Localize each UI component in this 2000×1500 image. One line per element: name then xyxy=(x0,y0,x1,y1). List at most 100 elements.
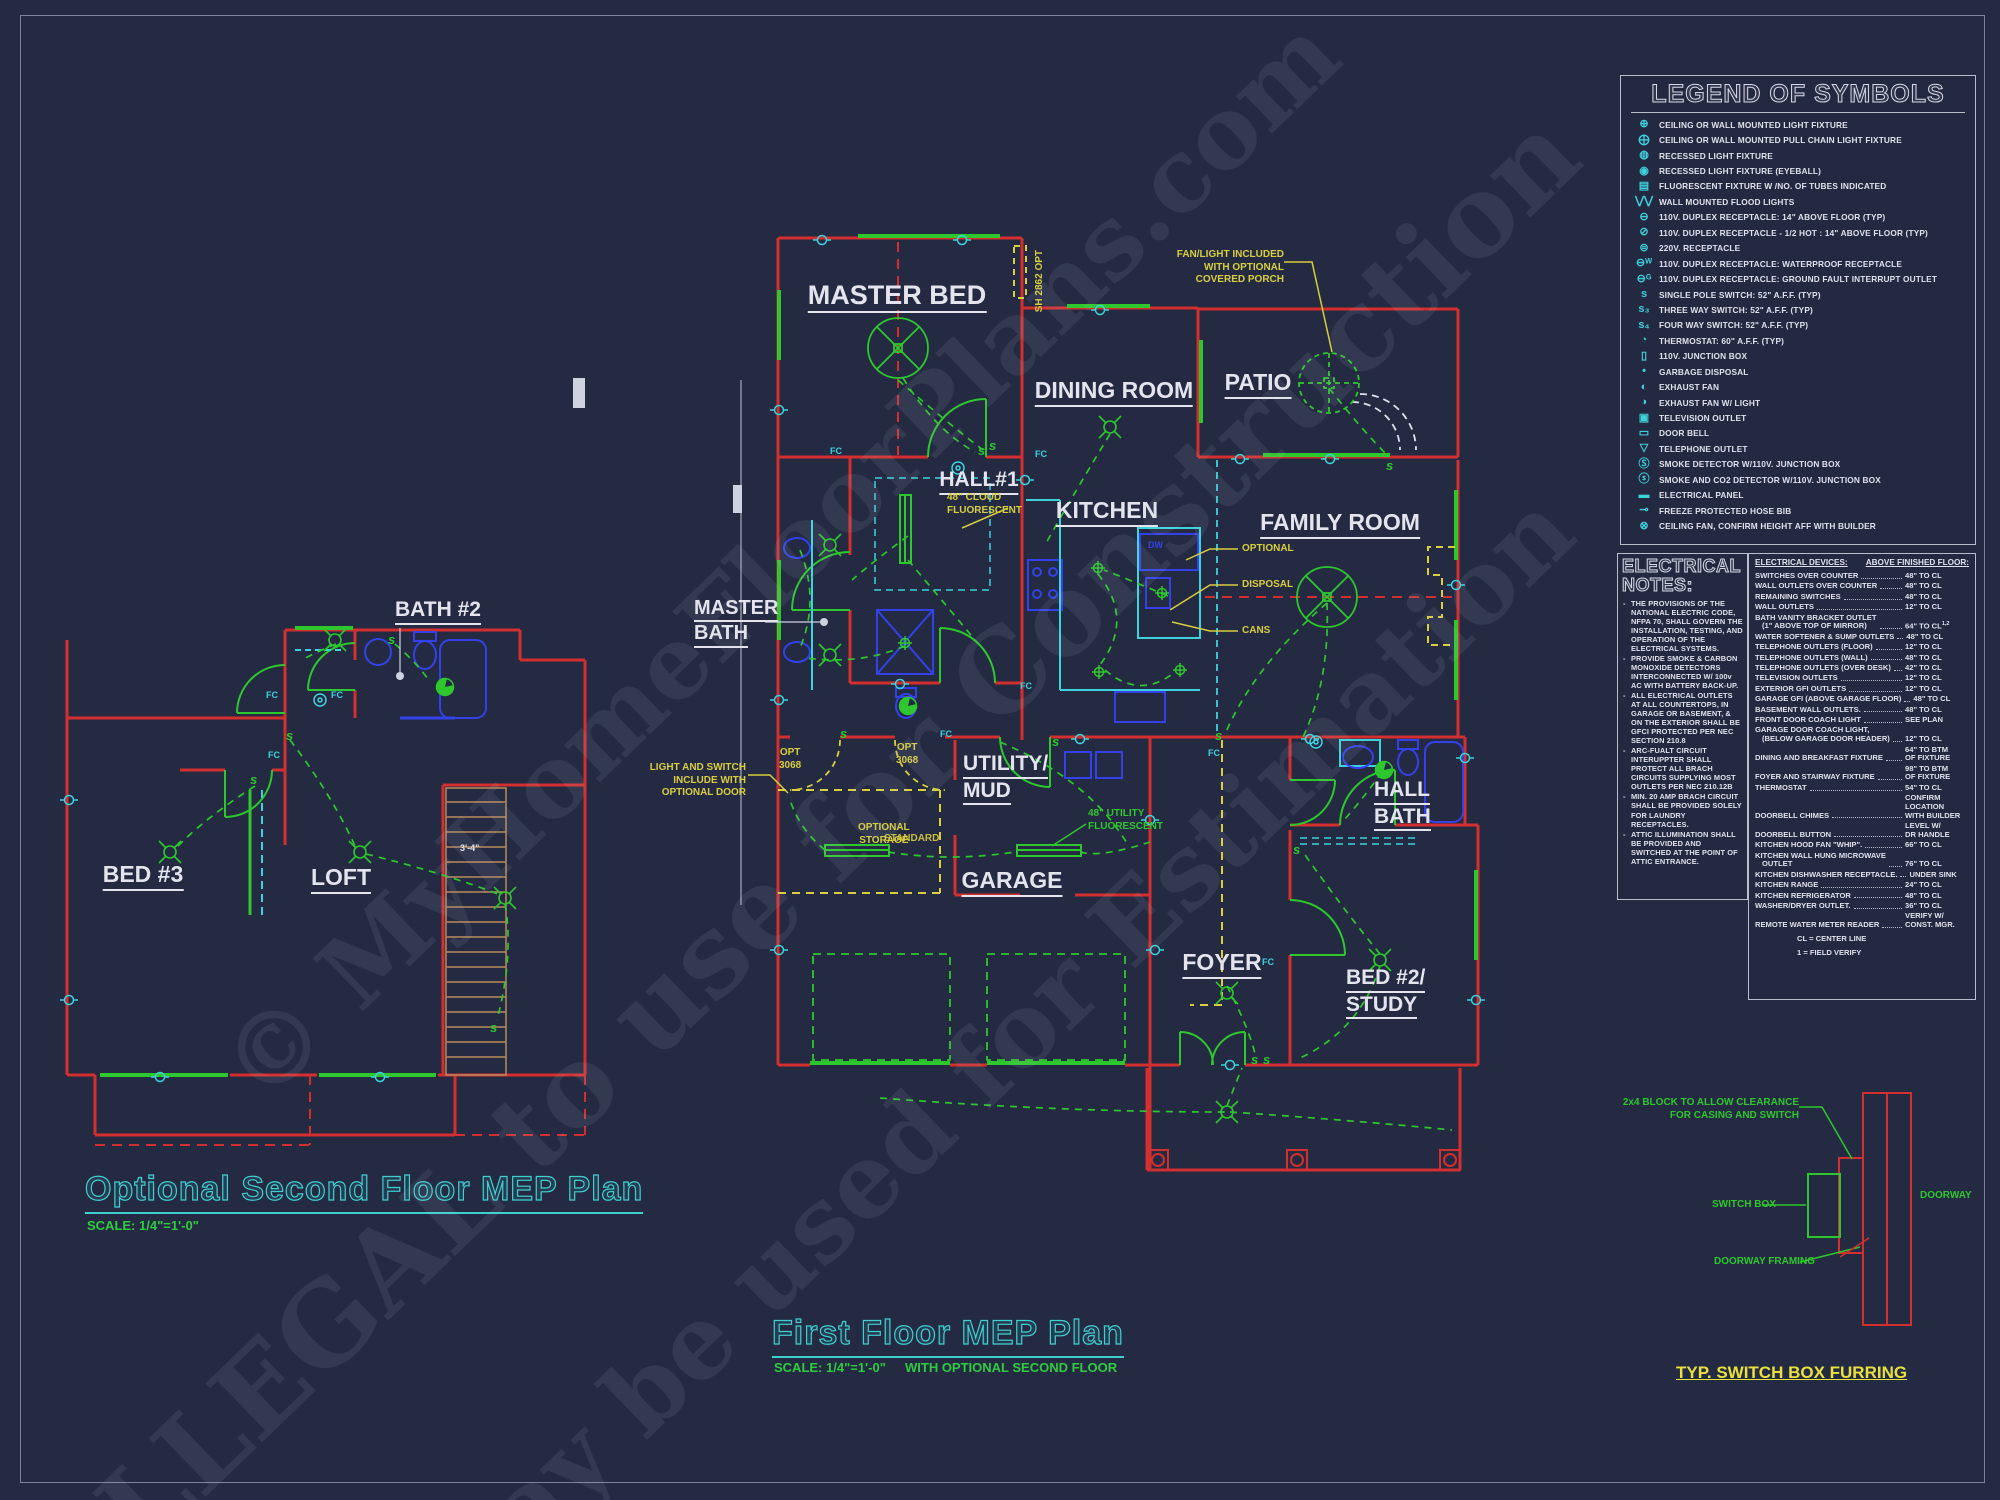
note-dishwasher-dw: DW xyxy=(1148,540,1163,550)
thermostat-icon: ◔ xyxy=(1640,334,1648,347)
legend-item: ⓢ SMOKE AND CO2 DETECTOR W/110V. JUNCTION… xyxy=(1629,472,1967,487)
switch-icon: s xyxy=(1052,734,1059,749)
detail-label-doorway: DOORWAY xyxy=(1920,1190,1972,1201)
legend-item-label: SMOKE DETECTOR W/110V. JUNCTION BOX xyxy=(1659,459,1841,470)
single-pole-switch-icon: s xyxy=(1640,288,1648,301)
legend-panel: LEGEND OF SYMBOLS ⊕CEILING OR WALL MOUNT… xyxy=(1620,75,1976,545)
smoke-co2-detector-icon: ⓢ xyxy=(1638,473,1650,486)
junction-box-icon: ▯ xyxy=(1640,349,1648,362)
legend-item-label: THREE WAY SWITCH: 52" A.F.F. (TYP) xyxy=(1659,304,1813,315)
legend-item: •GARBAGE DISPOSAL xyxy=(1629,364,1967,379)
fc-label: FC xyxy=(1020,681,1032,691)
device-footnote: 1 = FIELD VERIFY xyxy=(1797,947,1862,957)
legend-item-label: DOOR BELL xyxy=(1659,428,1710,439)
legend-item: ⊕CEILING OR WALL MOUNTED LIGHT FIXTURE xyxy=(1629,117,1967,132)
legend-item-label: 110V. JUNCTION BOX xyxy=(1659,351,1748,362)
legend-item-label: FOUR WAY SWITCH: 52" A.F.F. (TYP) xyxy=(1659,320,1809,331)
second-floor-symbols: s s s s FC FC FC xyxy=(59,628,517,1083)
legend-item: ⊘110V. DUPLEX RECEPTACLE - 1/2 HOT : 14"… xyxy=(1629,225,1967,240)
legend-item: ⊗CEILING FAN, CONFIRM HEIGHT AFF WITH BU… xyxy=(1629,518,1967,533)
second-floor-doors xyxy=(224,642,356,818)
legend-item: ⊜220V. RECEPTACLE xyxy=(1629,241,1967,256)
second-floor-scale: SCALE: 1/4"=1'-0" xyxy=(87,1218,199,1233)
device-row: KITCHEN HOOD FAN "WHIP".66" TO CL xyxy=(1755,840,1942,850)
legend-item-label: CEILING FAN, CONFIRM HEIGHT AFF WITH BUI… xyxy=(1659,521,1876,532)
fc-label: FC xyxy=(266,690,278,700)
legend-item-label: CEILING OR WALL MOUNTED PULL CHAIN LIGHT… xyxy=(1659,135,1902,146)
legend-item-label: TELEVISION OUTLET xyxy=(1659,413,1747,424)
fc-label: FC xyxy=(268,750,280,760)
legend-item-label: FREEZE PROTECTED HOSE BIB xyxy=(1659,505,1792,516)
three-way-switch-icon: s₃ xyxy=(1638,303,1650,316)
ceiling-wall-light-icon: ⊕ xyxy=(1639,118,1649,131)
switch-icon: s xyxy=(388,632,395,647)
legend-item: ◔THERMOSTAT: 60" A.F.F. (TYP) xyxy=(1629,333,1967,348)
switch-icon: s xyxy=(978,443,985,458)
first-floor-windows xyxy=(777,234,1478,1065)
legend-item-label: GARBAGE DISPOSAL xyxy=(1659,366,1749,377)
legend-item: ▤FLUORESCENT FIXTURE W /NO. OF TUBES IND… xyxy=(1629,179,1967,194)
legend-item: ▽TELEPHONE OUTLET xyxy=(1629,441,1967,456)
room-label-bath2: BATH #2 xyxy=(395,598,481,625)
legend-item-label: SMOKE AND CO2 DETECTOR W/110V. JUNCTION … xyxy=(1659,474,1881,485)
device-footnote: CL = CENTER LINE xyxy=(1797,933,1867,943)
switch-icon: s xyxy=(840,726,847,741)
device-row: TELEPHONE OUTLETS (WALL)48" TO CL xyxy=(1755,652,1942,662)
legend-item-label: 110V. DUPLEX RECEPTACLE - 1/2 HOT : 14" … xyxy=(1659,227,1928,238)
first-floor-with-note: WITH OPTIONAL SECOND FLOOR xyxy=(905,1360,1118,1375)
note-standard: STANDARD xyxy=(884,833,940,844)
legend-title: LEGEND OF SYMBOLS xyxy=(1631,80,1965,113)
fc-label: FC xyxy=(940,729,952,739)
room-label-loft: LOFT xyxy=(310,864,372,894)
detail-label-switch-box: SWITCH BOX xyxy=(1712,1199,1776,1210)
switch-icon: s xyxy=(490,1020,497,1035)
door-bell-icon: ▭ xyxy=(1638,426,1650,439)
switch-box-detail-title: TYP. SWITCH BOX FURRING xyxy=(1676,1363,1908,1382)
legend-item: ▬ELECTRICAL PANEL xyxy=(1629,488,1967,503)
room-label-kitchen: KITCHEN xyxy=(1055,497,1159,527)
television-outlet-icon: ▣ xyxy=(1638,411,1650,424)
legend-item-label: 110V. DUPLEX RECEPTACLE: WATERPROOF RECE… xyxy=(1659,258,1903,269)
second-floor-wiring xyxy=(175,643,509,1021)
exhaust-fan-light-icon: ◑ xyxy=(1640,396,1648,409)
second-floor-stairs xyxy=(445,787,507,1076)
legend-item-label: TELEPHONE OUTLET xyxy=(1659,443,1748,454)
legend-item: ▣ TELEVISION OUTLET xyxy=(1629,410,1967,425)
first-floor-doors xyxy=(791,398,1396,1066)
first-floor-fluorescents xyxy=(824,494,1082,857)
legend-item-label: 110V. DUPLEX RECEPTACLE: GROUND FAULT IN… xyxy=(1659,274,1938,285)
room-label-bed2-study: BED #2/ STUDY xyxy=(1346,966,1426,1020)
electrical-note: THE PROVISIONS OF THE NATIONAL ELECTRIC … xyxy=(1623,599,1743,653)
fc-label: FC xyxy=(331,690,343,700)
note-optional: OPTIONAL xyxy=(1242,543,1294,554)
recessed-eyeball-light-icon: ◉ xyxy=(1639,164,1649,177)
device-row: KITCHEN DISHWASHER RECEPTACLE.UNDER SINK xyxy=(1755,869,1957,879)
gfi-receptacle-icon: ⊖ᴳ xyxy=(1636,272,1652,285)
legend-item-label: EXHAUST FAN xyxy=(1659,382,1720,393)
fc-label: FC xyxy=(1208,748,1220,758)
legend-item: ⊖110V. DUPLEX RECEPTACLE: 14" ABOVE FLOO… xyxy=(1629,210,1967,225)
first-floor-wiring xyxy=(789,377,1453,1131)
first-floor-leaders xyxy=(573,261,1333,905)
room-label-patio: PATIO xyxy=(1224,369,1292,399)
